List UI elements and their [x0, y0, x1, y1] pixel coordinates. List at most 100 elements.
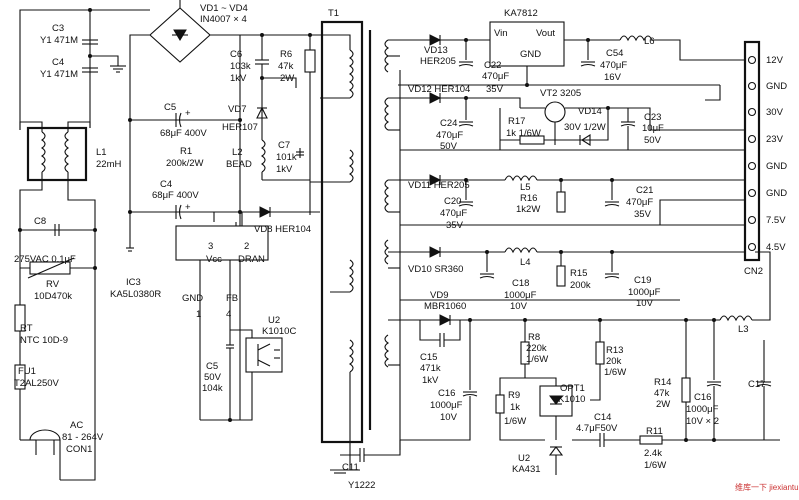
- cn2-pin-2: GND: [766, 81, 787, 92]
- label-cn2: CN2: [744, 266, 763, 277]
- label-r14-v2: 2W: [656, 399, 670, 410]
- label-c6-v2: 1kV: [230, 73, 247, 84]
- label-rv-val: 10D470k: [34, 291, 72, 302]
- label-c16a-v1: 1000μF: [430, 400, 463, 411]
- label-c8: C8: [34, 216, 46, 227]
- label-r13-v1: 20k: [606, 356, 622, 367]
- label-c54-v1: 470μF: [600, 60, 627, 71]
- label-c18-v1: 1000μF: [504, 290, 537, 301]
- cn2-pin-7: 7.5V: [766, 215, 786, 226]
- svg-text:+: +: [185, 108, 191, 119]
- secondary-12v: [388, 21, 745, 101]
- label-l2: L2: [232, 147, 243, 158]
- svg-text:+: +: [185, 202, 191, 213]
- label-c54: C54: [606, 48, 623, 59]
- label-u2a-val: K1010C: [262, 326, 296, 337]
- input-section: [14, 8, 150, 481]
- label-r14: R14: [654, 377, 671, 388]
- label-vout: Vout: [536, 28, 555, 39]
- label-c4y-val: Y1 471M: [40, 69, 78, 80]
- label-pin1: 1: [196, 309, 201, 320]
- label-c11: C11: [342, 462, 359, 473]
- label-c7: C7: [278, 140, 290, 151]
- cn2-pin-4: 23V: [766, 134, 784, 145]
- secondary-4v5: [388, 251, 780, 475]
- label-rv: RV: [46, 279, 60, 290]
- label-c7-v2: 1kV: [276, 164, 293, 175]
- label-u2b: U2: [518, 453, 530, 464]
- label-c16a: C16: [438, 388, 455, 399]
- label-c15-v1: 471k: [420, 363, 441, 374]
- label-c3: C3: [52, 23, 64, 34]
- label-c17: C17: [748, 379, 765, 390]
- label-vd8: VD8 HER104: [254, 224, 311, 235]
- label-c19: C19: [634, 275, 651, 286]
- label-dran: DRAN: [238, 254, 265, 265]
- label-r15: R15: [570, 268, 587, 279]
- label-vcc: Vcc: [206, 254, 222, 265]
- label-ka7812: KA7812: [504, 8, 538, 19]
- label-t1: T1: [328, 8, 339, 19]
- label-c21-v2: 35V: [634, 209, 652, 220]
- label-vd1vd4: VD1 ~ VD4: [200, 3, 248, 14]
- label-c19-v2: 10V: [636, 298, 654, 309]
- label-c24: C24: [440, 118, 457, 129]
- label-ac: AC: [70, 420, 83, 431]
- cn2-pin-8: 4.5V: [766, 242, 786, 253]
- label-c5b-v2: 104k: [202, 383, 223, 394]
- label-fb: FB: [226, 293, 238, 304]
- label-vd13-val: HER205: [420, 56, 456, 67]
- label-r9-v2: 1/6W: [504, 416, 526, 427]
- label-vd10: VD10 SR360: [408, 264, 463, 275]
- output-ground-rail: [388, 55, 401, 450]
- label-vin: Vin: [494, 28, 508, 39]
- label-con1: CON1: [66, 444, 92, 455]
- label-c22-v2: 35V: [486, 84, 504, 95]
- label-r6-v2: 2W: [280, 73, 294, 84]
- label-c4b: C4: [160, 179, 172, 190]
- label-vd9-val: MBR1060: [424, 301, 466, 312]
- label-c4y: C4: [52, 57, 64, 68]
- label-opt1: OPT1: [560, 383, 585, 394]
- label-c23-v1: 10μF: [642, 123, 664, 134]
- secondary-7v5: [388, 246, 745, 301]
- controller-ic: [175, 206, 320, 422]
- secondary-30v: [388, 92, 745, 151]
- label-r17-val: 1k 1/6W: [506, 128, 541, 139]
- transformer-t1: [310, 20, 401, 474]
- label-vd9: VD9: [430, 290, 448, 301]
- label-r16: R16: [520, 193, 537, 204]
- label-c15: C15: [420, 352, 437, 363]
- label-vd7-val: HER107: [222, 122, 258, 133]
- label-r13-v2: 1/6W: [604, 367, 626, 378]
- label-vt2: VT2 3205: [540, 88, 581, 99]
- label-r8: R8: [528, 332, 540, 343]
- label-fu1: FU1: [18, 366, 36, 377]
- label-r11-v1: 2.4k: [644, 448, 662, 459]
- label-r11-v2: 1/6W: [644, 460, 666, 471]
- label-c23-v2: 50V: [644, 135, 662, 146]
- label-r17: R17: [508, 116, 525, 127]
- label-c20: C20: [444, 196, 461, 207]
- label-vd14-val: 30V 1/2W: [564, 122, 606, 133]
- label-c22-v1: 470μF: [482, 71, 509, 82]
- label-r9-v1: 1k: [510, 402, 520, 413]
- label-vd11: VD11 HER205: [408, 180, 470, 191]
- label-gnd-ic: GND: [182, 293, 203, 304]
- label-c18-v2: 10V: [510, 301, 528, 312]
- label-pin3: 3: [208, 241, 213, 252]
- label-r8-v1: 220k: [526, 343, 547, 354]
- label-r11: R11: [646, 426, 663, 437]
- label-l3: L3: [738, 324, 749, 335]
- label-l5: L5: [520, 182, 531, 193]
- label-c24-v1: 470μF: [436, 130, 463, 141]
- label-l4: L4: [520, 257, 531, 268]
- label-rt-val: NTC 10D-9: [20, 335, 68, 346]
- label-ic3-val: KA5L0380R: [110, 289, 161, 300]
- label-c5b: C5: [206, 361, 218, 372]
- label-r14-v1: 47k: [654, 388, 670, 399]
- label-c24-v2: 50V: [440, 141, 458, 152]
- watermark: 维库一下 jiexiantu: [735, 483, 799, 492]
- label-c18: C18: [512, 278, 529, 289]
